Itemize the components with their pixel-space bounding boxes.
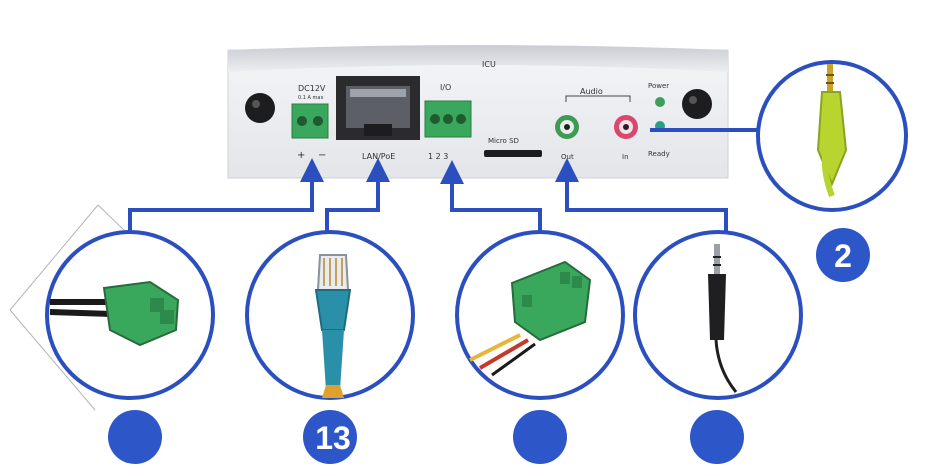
dc-label: DC12V (298, 84, 326, 93)
callout-audio-in-plug (756, 60, 908, 212)
dc-minus: − (318, 150, 326, 161)
badge-audio-out-plug (690, 410, 744, 464)
right-screw-icon (682, 89, 712, 119)
callout-audio-out-plug (633, 230, 803, 400)
badge-audio-in-plug: 2 (816, 228, 870, 282)
line-lan (325, 158, 390, 244)
callout-ethernet-cable (245, 230, 415, 400)
ready-led-label: Ready (648, 150, 670, 158)
line-audio-out (555, 158, 728, 238)
left-screw-icon (245, 93, 275, 123)
badge-power-connector (108, 410, 162, 464)
io-terminal: I/O 1 2 3 (424, 83, 472, 161)
io-label: I/O (440, 83, 451, 92)
lan-label: LAN/PoE (362, 152, 395, 161)
svg-text:13: 13 (315, 420, 351, 456)
audio-in-label: In (622, 153, 629, 161)
audio-out-label: Out (561, 153, 574, 161)
audio-out-jack: Out (555, 115, 579, 161)
io-pins-label: 1 2 3 (428, 152, 448, 161)
svg-text:2: 2 (834, 238, 852, 274)
dc-sub-label: 0.1 A max (298, 95, 323, 101)
svg-text:ICU: ICU (482, 60, 496, 69)
line-io (440, 160, 542, 232)
micro-sd-label: Micro SD (488, 137, 519, 145)
callout-io-connector (455, 230, 625, 400)
callout-lines (128, 128, 762, 244)
micro-sd-slot: Micro SD (484, 137, 542, 157)
lan-port: LAN/PoE (336, 76, 420, 161)
dc-plus: + (297, 150, 305, 161)
audio-in-jack: In (614, 115, 638, 161)
line-power (128, 158, 324, 232)
power-led-label: Power (648, 82, 669, 90)
badge-ethernet-cable: 13 (303, 410, 357, 464)
badge-io-connector (513, 410, 567, 464)
audio-section: Audio Out In (555, 87, 638, 161)
callout-power-connector (45, 230, 215, 400)
audio-label: Audio (580, 87, 603, 96)
dc-power-terminal: DC12V 0.1 A max + − (291, 84, 329, 161)
power-led-icon (655, 97, 665, 107)
